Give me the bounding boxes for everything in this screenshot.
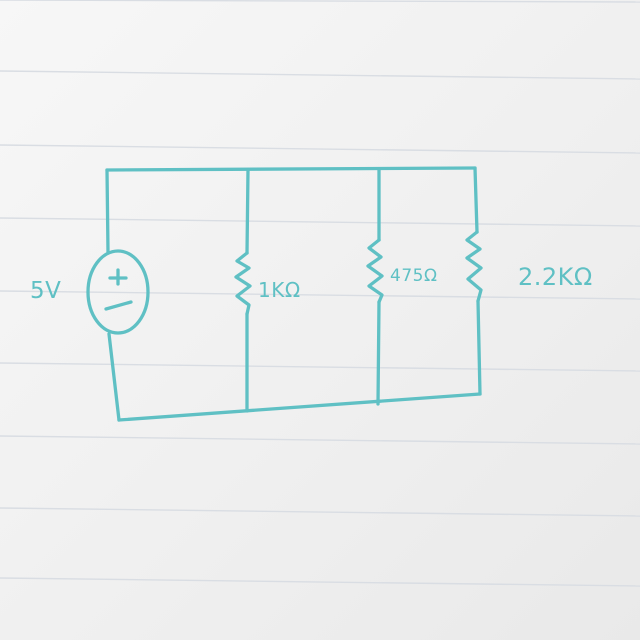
branch-1-wire-upper: [245, 168, 250, 255]
branch-3-wire-lower: [476, 299, 482, 396]
resistor-2-zigzag: [366, 238, 384, 304]
bottom-wire: [117, 392, 482, 422]
ruled-line: [0, 290, 640, 300]
top-wire: [105, 166, 477, 172]
ruled-lines: [0, 0, 640, 587]
source-minus-sign: [104, 300, 133, 311]
voltage-source-circle: [86, 249, 150, 335]
ruled-line: [0, 577, 640, 587]
circuit-ink: 5V 1KΩ 475Ω 2.2KΩ: [30, 166, 593, 422]
resistor-1-label: 1KΩ: [258, 278, 301, 302]
resistor-1-zigzag: [234, 251, 252, 316]
ruled-line: [0, 144, 640, 154]
resistor-3-zigzag: [465, 230, 483, 303]
branch-3-wire-upper: [473, 166, 479, 234]
ruled-line: [0, 362, 640, 372]
ruled-line: [0, 507, 640, 517]
ruled-line: [0, 70, 640, 80]
resistor-3-label: 2.2KΩ: [518, 263, 593, 291]
source-plus-sign: [108, 268, 128, 286]
ruled-line: [0, 217, 640, 227]
left-wire-upper: [105, 168, 110, 254]
ruled-line: [0, 435, 640, 445]
resistor-2-label: 475Ω: [390, 266, 437, 286]
left-wire-lower: [107, 332, 121, 422]
source-label: 5V: [30, 278, 61, 304]
branch-2-wire-lower: [376, 300, 381, 406]
ruled-line: [0, 0, 640, 3]
